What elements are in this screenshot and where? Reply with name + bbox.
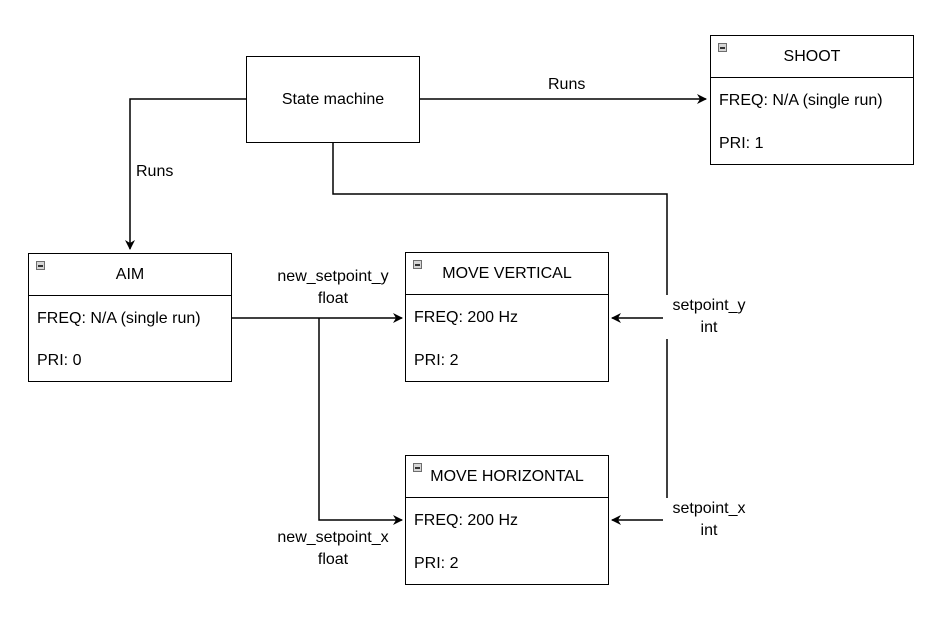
edge-runs-aim xyxy=(125,98,246,250)
task-shoot-pri: PRI: 1 xyxy=(719,135,764,152)
edge-label-setpoint-x: setpoint_x int xyxy=(663,498,755,542)
task-move-horizontal-title: MOVE HORIZONTAL xyxy=(430,467,584,485)
edge-label-line: setpoint_y xyxy=(672,297,746,314)
task-shoot-freq: FREQ: N/A (single run) xyxy=(719,92,883,109)
collapse-icon[interactable] xyxy=(413,260,422,269)
edge-label-runs-aim: Runs xyxy=(136,161,174,183)
edge-label-new-setpoint-x: new_setpoint_x float xyxy=(268,527,398,571)
edge-label-type: float xyxy=(317,551,349,568)
state-machine-node[interactable]: State machine xyxy=(246,56,420,143)
task-aim[interactable]: AIM FREQ: N/A (single run) PRI: 0 xyxy=(28,253,232,382)
task-move-horizontal-pri: PRI: 2 xyxy=(414,555,459,572)
edge-new-setpoint-x xyxy=(318,318,403,525)
task-shoot[interactable]: SHOOT FREQ: N/A (single run) PRI: 1 xyxy=(710,35,914,165)
task-aim-pri: PRI: 0 xyxy=(37,352,82,369)
collapse-icon[interactable] xyxy=(413,463,422,472)
edge-label-type: float xyxy=(317,290,349,307)
collapse-icon[interactable] xyxy=(36,261,45,270)
edge-label-type: int xyxy=(700,319,718,336)
task-move-vertical-header: MOVE VERTICAL xyxy=(406,253,608,295)
task-move-horizontal-header: MOVE HORIZONTAL xyxy=(406,456,608,498)
state-machine-label: State machine xyxy=(281,90,385,108)
task-move-vertical-title: MOVE VERTICAL xyxy=(442,264,572,282)
task-move-vertical-pri: PRI: 2 xyxy=(414,352,459,369)
edge-state-machine-trunk xyxy=(332,143,668,520)
task-aim-title: AIM xyxy=(115,265,145,283)
task-shoot-header: SHOOT xyxy=(711,36,913,78)
task-aim-freq: FREQ: N/A (single run) xyxy=(37,310,201,327)
edge-label-line: setpoint_x xyxy=(672,500,746,517)
task-move-vertical[interactable]: MOVE VERTICAL FREQ: 200 Hz PRI: 2 xyxy=(405,252,609,382)
edge-label-runs-shoot: Runs xyxy=(548,76,586,93)
edge-label-setpoint-y: setpoint_y int xyxy=(663,295,755,339)
edge-label-type: int xyxy=(700,522,718,539)
edge-label-new-setpoint-y: new_setpoint_y float xyxy=(268,266,398,310)
task-shoot-title: SHOOT xyxy=(783,47,841,65)
edge-label-line: new_setpoint_x xyxy=(277,529,389,546)
task-move-vertical-freq: FREQ: 200 Hz xyxy=(414,309,519,326)
task-move-horizontal-freq: FREQ: 200 Hz xyxy=(414,512,519,529)
edge-label-line: new_setpoint_y xyxy=(277,268,389,285)
task-move-horizontal[interactable]: MOVE HORIZONTAL FREQ: 200 Hz PRI: 2 xyxy=(405,455,609,585)
task-aim-header: AIM xyxy=(29,254,231,296)
collapse-icon[interactable] xyxy=(718,43,727,52)
